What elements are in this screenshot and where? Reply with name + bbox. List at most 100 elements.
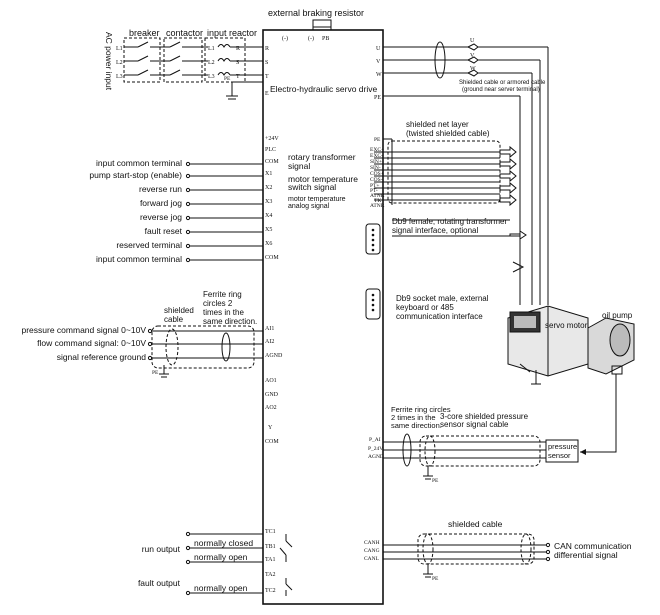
svg-text:R: R bbox=[236, 46, 240, 52]
can-bus-wires bbox=[383, 533, 551, 578]
svg-text:EXC-: EXC- bbox=[370, 153, 383, 159]
svg-text:X1: X1 bbox=[265, 171, 272, 177]
svg-text:TK: TK bbox=[374, 198, 381, 204]
terminal-p-24v: P_24V bbox=[368, 446, 383, 452]
label-normally-closed: normally closed bbox=[194, 538, 253, 548]
motor-power-cable bbox=[383, 41, 549, 305]
terminal-agnd: AGND bbox=[265, 353, 283, 359]
svg-text:PT+: PT+ bbox=[370, 183, 380, 189]
svg-text:SIN+: SIN+ bbox=[370, 159, 382, 165]
contactor-frame bbox=[163, 37, 203, 83]
terminal-p-ai: P_AI bbox=[369, 437, 381, 443]
pressure-sensor-1: pressure bbox=[548, 442, 577, 451]
svg-text:L3: L3 bbox=[116, 74, 123, 80]
terminal-canl: CANL bbox=[364, 556, 380, 562]
ferrite-label-1: Ferrite ring bbox=[203, 290, 242, 299]
analog-wires bbox=[147, 325, 263, 378]
label-fault-output: fault output bbox=[138, 578, 181, 588]
p-cable-2: sensor signal cable bbox=[440, 420, 509, 429]
label-normally-open-1: normally open bbox=[194, 552, 248, 562]
temp-analog-2: analog signal bbox=[288, 203, 330, 210]
analog-shield-2: cable bbox=[164, 315, 184, 324]
control-wires bbox=[185, 161, 263, 263]
svg-text:L1: L1 bbox=[116, 46, 123, 52]
encoder-signal-lines bbox=[374, 138, 527, 273]
pressure-sensor-2: sensor bbox=[548, 451, 571, 460]
terminal-e: E bbox=[265, 91, 269, 97]
temp-switch-2: switch signal bbox=[288, 182, 336, 192]
ferrite-label-2: circles 2 bbox=[203, 299, 233, 308]
terminal-u: U bbox=[376, 46, 381, 52]
db9-female-label-2: signal interface, optional bbox=[392, 226, 479, 235]
label-ref-ground: signal reference ground bbox=[57, 352, 147, 362]
terminal-p-agnd: AGND bbox=[368, 454, 384, 460]
can-comm-1: CAN communication bbox=[554, 541, 632, 551]
ferrite-label-3: times in the bbox=[203, 308, 244, 317]
svg-text:X5: X5 bbox=[265, 227, 272, 233]
can-shielded-cable: shielded cable bbox=[448, 519, 503, 529]
control-terminal-labels: +24V PLC COM X1 X2 X3 X4 X5 X6 COM bbox=[265, 136, 279, 261]
motor-v-label: V bbox=[470, 53, 475, 59]
braking-resistor-symbol bbox=[312, 19, 332, 28]
braking-resistor-label: external braking resistor bbox=[268, 8, 364, 18]
pressure-sensor-box bbox=[545, 439, 579, 463]
svg-text:PT-: PT- bbox=[370, 188, 378, 194]
analog-pe: PE bbox=[152, 370, 159, 376]
p-ferrite-3: same direction. bbox=[391, 421, 442, 430]
svg-text:T: T bbox=[236, 74, 240, 80]
p-ferrite-2: 2 times in the bbox=[391, 413, 436, 422]
label-forward-jog: forward jog bbox=[140, 198, 182, 208]
label-reserved: reserved terminal bbox=[116, 240, 182, 250]
terminal-v: V bbox=[376, 59, 381, 65]
svg-text:L2: L2 bbox=[208, 60, 215, 66]
terminal-ao2: AO2 bbox=[265, 405, 277, 411]
analog-shield-1: shielded bbox=[164, 306, 194, 315]
label-pump-start: pump start-stop (enable) bbox=[89, 170, 182, 180]
svg-text:TC2: TC2 bbox=[265, 588, 276, 594]
can-pe: PE bbox=[432, 576, 439, 582]
svg-text:(-): (-) bbox=[308, 35, 314, 42]
encoder-pin-labels: EXC+ EXC- SIN+ SIN- COS+ COS- PT+ PT- AT… bbox=[370, 147, 385, 209]
svg-text:TB1: TB1 bbox=[265, 544, 276, 550]
p-ferrite-1: Ferrite ring circles bbox=[391, 405, 451, 414]
svg-text:L1: L1 bbox=[208, 46, 215, 52]
svg-text:EXC+: EXC+ bbox=[370, 147, 384, 153]
temp-analog-1: motor temperature bbox=[288, 196, 346, 203]
label-input-common: input common terminal bbox=[96, 158, 182, 168]
servo-motor-symbol bbox=[507, 305, 589, 385]
svg-text:L2: L2 bbox=[116, 60, 123, 66]
db9-male-label-3: communication interface bbox=[396, 312, 483, 321]
motor-w-label: W bbox=[470, 66, 476, 72]
svg-text:PE: PE bbox=[224, 76, 231, 82]
terminal-t: T bbox=[265, 74, 269, 80]
terminal-ai2: AI2 bbox=[265, 339, 274, 345]
svg-text:S: S bbox=[236, 60, 239, 66]
rot-label-1: rotary transformer bbox=[288, 152, 356, 162]
input-reactor-label: input reactor bbox=[207, 28, 257, 38]
svg-text:L3: L3 bbox=[208, 74, 215, 80]
svg-text:COS-: COS- bbox=[370, 177, 383, 183]
terminal-com-y: COM bbox=[265, 439, 279, 445]
svg-text:X3: X3 bbox=[265, 199, 272, 205]
enc-pe: PE bbox=[374, 137, 381, 143]
terminal-cang: CANG bbox=[364, 548, 380, 554]
label-normally-open-2: normally open bbox=[194, 583, 248, 593]
relay-terminal-labels: TC1 TB1 TA1 TA2 TC2 bbox=[265, 529, 276, 594]
ferrite-label-4: same direction. bbox=[203, 317, 257, 326]
ac-phase-lines: L1 L2 L3 L1 L2 L3 R S T PE bbox=[116, 41, 263, 100]
breaker-frame bbox=[123, 37, 161, 83]
svg-text:ATNR: ATNR bbox=[370, 203, 385, 209]
p-pe: PE bbox=[432, 478, 439, 484]
terminal-ai1: AI1 bbox=[265, 326, 274, 332]
drive-box bbox=[262, 29, 384, 605]
terminal-w: W bbox=[376, 72, 382, 78]
cable-note-1: Shielded cable or armored cable bbox=[459, 80, 546, 86]
servo-motor-label: servo motor bbox=[545, 321, 588, 330]
svg-text:TA1: TA1 bbox=[265, 557, 276, 563]
terminal-s: S bbox=[265, 60, 268, 66]
shield-net-sub: (twisted shielded cable) bbox=[406, 129, 490, 138]
can-comm-2: differential signal bbox=[554, 550, 618, 560]
svg-text:COM: COM bbox=[265, 159, 279, 165]
oil-pump-symbol bbox=[587, 317, 635, 375]
